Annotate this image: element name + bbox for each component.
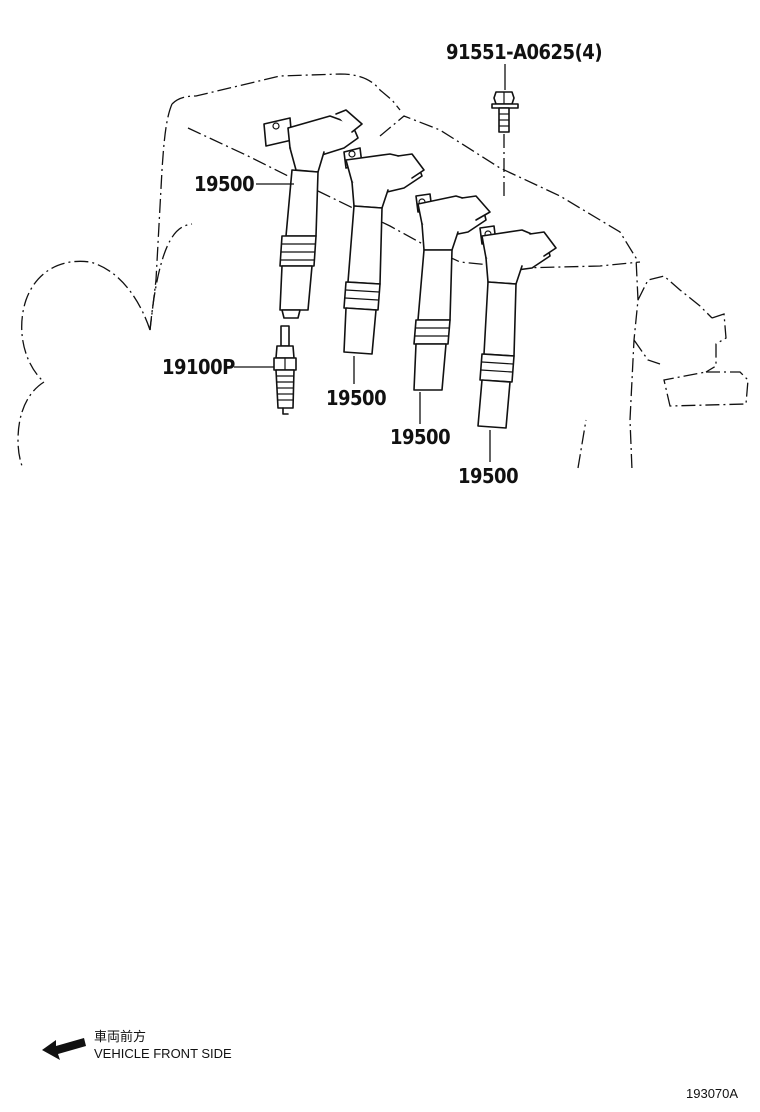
bolt-part (491, 64, 519, 196)
vehicle-front-label-en: VEHICLE FRONT SIDE (94, 1046, 232, 1061)
vehicle-front-label-jp: 車両前方 (94, 1029, 147, 1044)
ignition-coil-2 (343, 147, 425, 355)
engine-outline (17, 73, 749, 471)
label-bolt: 91551-A0625(4) (446, 40, 603, 64)
ignition-coil-1 (263, 109, 363, 319)
figure-code: 193070A (686, 1086, 739, 1101)
label-coil-1: 19500 (194, 172, 255, 196)
leader-lines (234, 183, 491, 462)
ignition-coil-3 (413, 193, 491, 391)
label-spark-plug: 19100P (162, 355, 235, 379)
ignition-coil-4 (477, 225, 557, 429)
label-coil-4: 19500 (458, 464, 519, 488)
label-coil-3: 19500 (390, 425, 451, 449)
spark-plug (273, 325, 297, 415)
label-coil-2: 19500 (326, 386, 387, 410)
arrow-left-icon (42, 1038, 86, 1060)
